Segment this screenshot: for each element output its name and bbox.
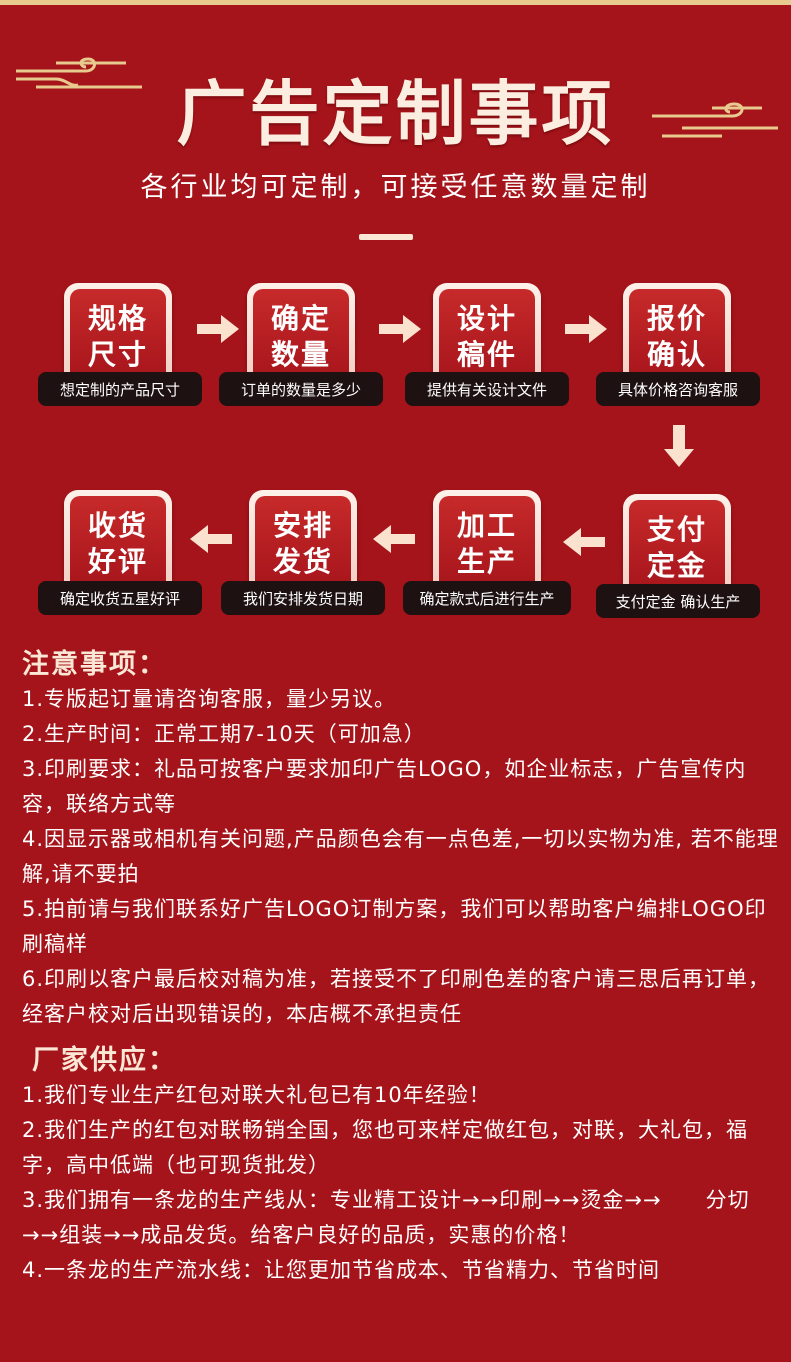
arrow-right-icon bbox=[379, 315, 421, 347]
notes-item: 5.拍前请与我们联系好广告LOGO订制方案，我们可以帮助客户编排LOGO印刷稿样 bbox=[22, 897, 767, 956]
step-caption: 确定收货五星好评 bbox=[38, 581, 202, 615]
cloud-right-ornament bbox=[652, 100, 778, 140]
cloud-left-ornament bbox=[16, 55, 142, 91]
notes-item: 1.专版起订量请咨询客服，量少另议。 bbox=[22, 687, 397, 711]
factory-section: 厂家供应： 1.我们专业生产红包对联大礼包已有10年经验！ 2.我们生产的红包对… bbox=[22, 1044, 782, 1288]
factory-title: 厂家供应： bbox=[32, 1045, 177, 1076]
step-caption: 具体价格咨询客服 bbox=[596, 372, 760, 406]
step-caption: 提供有关设计文件 bbox=[405, 372, 569, 406]
notes-item: 4.因显示器或相机有关问题,产品颜色会有一点色差,一切以实物为准, 若不能理解,… bbox=[22, 827, 779, 886]
step-label: 报价确认 bbox=[646, 302, 707, 371]
step-caption: 我们安排发货日期 bbox=[221, 581, 385, 615]
step-processing: 加工生产 bbox=[433, 490, 541, 598]
step-caption: 支付定金 确认生产 bbox=[596, 584, 760, 618]
factory-item: 2.我们生产的红包对联畅销全国，您也可来样定做红包，对联，大礼包，福字，高中低端… bbox=[22, 1118, 749, 1177]
step-label: 规格尺寸 bbox=[87, 302, 148, 371]
step-label: 安排发货 bbox=[272, 509, 333, 578]
divider-dash bbox=[359, 234, 413, 240]
step-label: 支付定金 bbox=[646, 513, 707, 582]
page-subtitle: 各行业均可定制，可接受任意数量定制 bbox=[140, 172, 651, 203]
notes-title: 注意事项： bbox=[22, 649, 167, 680]
factory-item: 1.我们专业生产红包对联大礼包已有10年经验！ bbox=[22, 1083, 491, 1107]
step-caption: 订单的数量是多少 bbox=[219, 372, 383, 406]
step-arrange-shipping: 安排发货 bbox=[249, 490, 357, 598]
step-label: 加工生产 bbox=[456, 509, 517, 578]
top-gold-strip bbox=[0, 0, 791, 5]
notes-item: 2.生产时间：正常工期7-10天（可加急） bbox=[22, 722, 426, 746]
step-caption: 想定制的产品尺寸 bbox=[38, 372, 202, 406]
step-label: 设计稿件 bbox=[456, 302, 517, 371]
page-title: 广告定制事项 bbox=[176, 72, 615, 155]
factory-item: 3.我们拥有一条龙的生产线从：专业精工设计→→印刷→→烫金→→ 分切→→组装→→… bbox=[22, 1188, 750, 1247]
arrow-left-icon bbox=[373, 525, 415, 557]
arrow-left-icon bbox=[190, 525, 232, 557]
arrow-left-icon bbox=[563, 528, 605, 560]
notes-section: 注意事项： 1.专版起订量请咨询客服，量少另议。 2.生产时间：正常工期7-10… bbox=[22, 648, 782, 1032]
step-caption: 确定款式后进行生产 bbox=[403, 581, 571, 615]
step-receive-review: 收货好评 bbox=[64, 490, 172, 598]
arrow-right-icon bbox=[197, 315, 239, 347]
arrow-down-icon bbox=[664, 425, 694, 471]
factory-item: 4.一条龙的生产流水线：让您更加节省成本、节省精力、节省时间 bbox=[22, 1258, 661, 1282]
step-label: 确定数量 bbox=[270, 302, 331, 371]
notes-item: 6.印刷以客户最后校对稿为准，若接受不了印刷色差的客户请三思后再订单，经客户校对… bbox=[22, 967, 771, 1026]
step-confirm-quantity: 确定数量 bbox=[247, 283, 355, 391]
notes-item: 3.印刷要求：礼品可按客户要求加印广告LOGO，如企业标志，广告宣传内容，联络方… bbox=[22, 757, 747, 816]
arrow-right-icon bbox=[565, 315, 607, 347]
step-label: 收货好评 bbox=[87, 509, 148, 578]
